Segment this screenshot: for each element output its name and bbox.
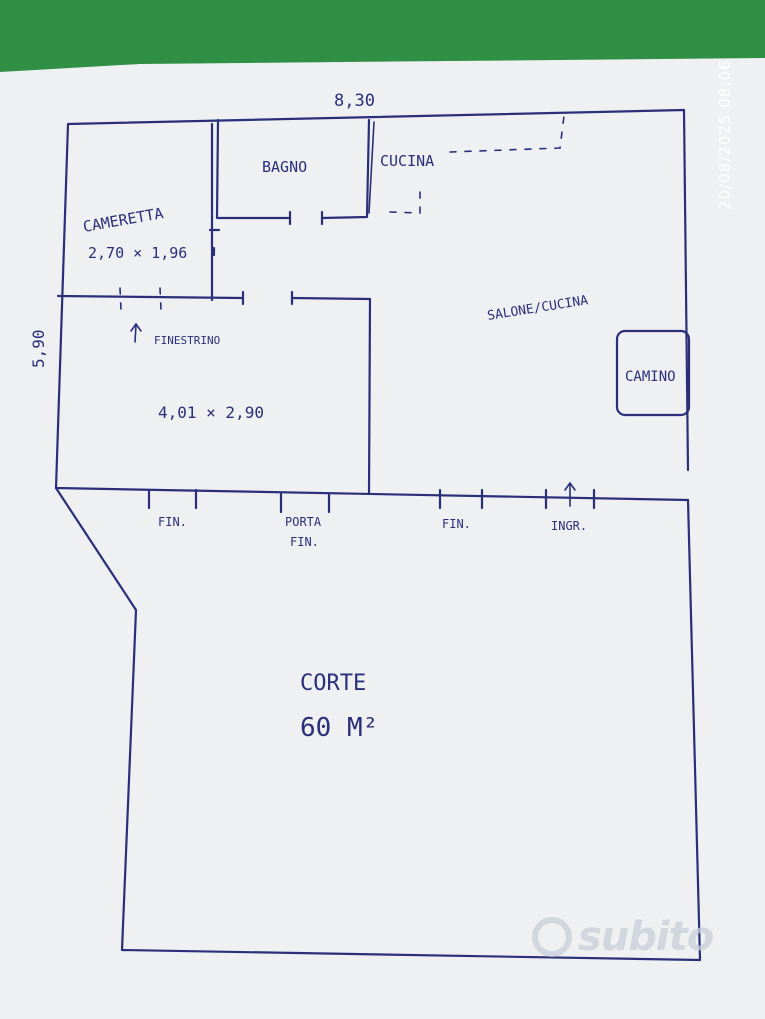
ingresso-label: INGR. (551, 519, 587, 533)
courtyard-outline (54, 486, 702, 962)
fin-left-label: FIN. (158, 515, 187, 529)
corte-area-label: 60 M² (300, 713, 378, 743)
bathroom-wall (215, 118, 371, 226)
photo-timestamp: 20/08/2025 08:06 (716, 59, 734, 210)
window-mark-2 (159, 287, 162, 311)
fin-right-label: FIN. (442, 517, 471, 531)
bagno-label: BAGNO (262, 158, 307, 176)
cameretta-size-label: 2,70 × 1,96 (88, 244, 187, 262)
width-dimension-label: 8,30 (334, 91, 375, 111)
paper-sheet (0, 58, 765, 1019)
camera-size-label: 4,01 × 2,90 (158, 403, 264, 422)
cameretta-wall (56, 122, 372, 496)
window-mark-1 (119, 287, 122, 311)
finestrino-label: FINESTRINO (154, 334, 220, 347)
height-dimension-label: 5,90 (29, 329, 48, 368)
entrance-arrow (564, 481, 576, 507)
corte-label: CORTE (300, 671, 366, 696)
subito-logo-icon (532, 917, 572, 957)
kitchen-dash-bottom (389, 189, 421, 214)
front-wall-openings (147, 488, 596, 514)
camino-label: CAMINO (625, 369, 676, 385)
porta-fin-label-line1: PORTA (285, 515, 322, 529)
subito-watermark: subito (532, 914, 714, 960)
finestrino-arrow (130, 322, 142, 343)
cucina-label: CUCINA (380, 152, 434, 170)
porta-fin-label-line2: FIN. (290, 535, 319, 549)
kitchen-outline (368, 121, 375, 214)
subito-watermark-text: subito (578, 914, 714, 960)
fireplace-box (615, 329, 691, 417)
kitchen-dash-top (449, 115, 565, 153)
